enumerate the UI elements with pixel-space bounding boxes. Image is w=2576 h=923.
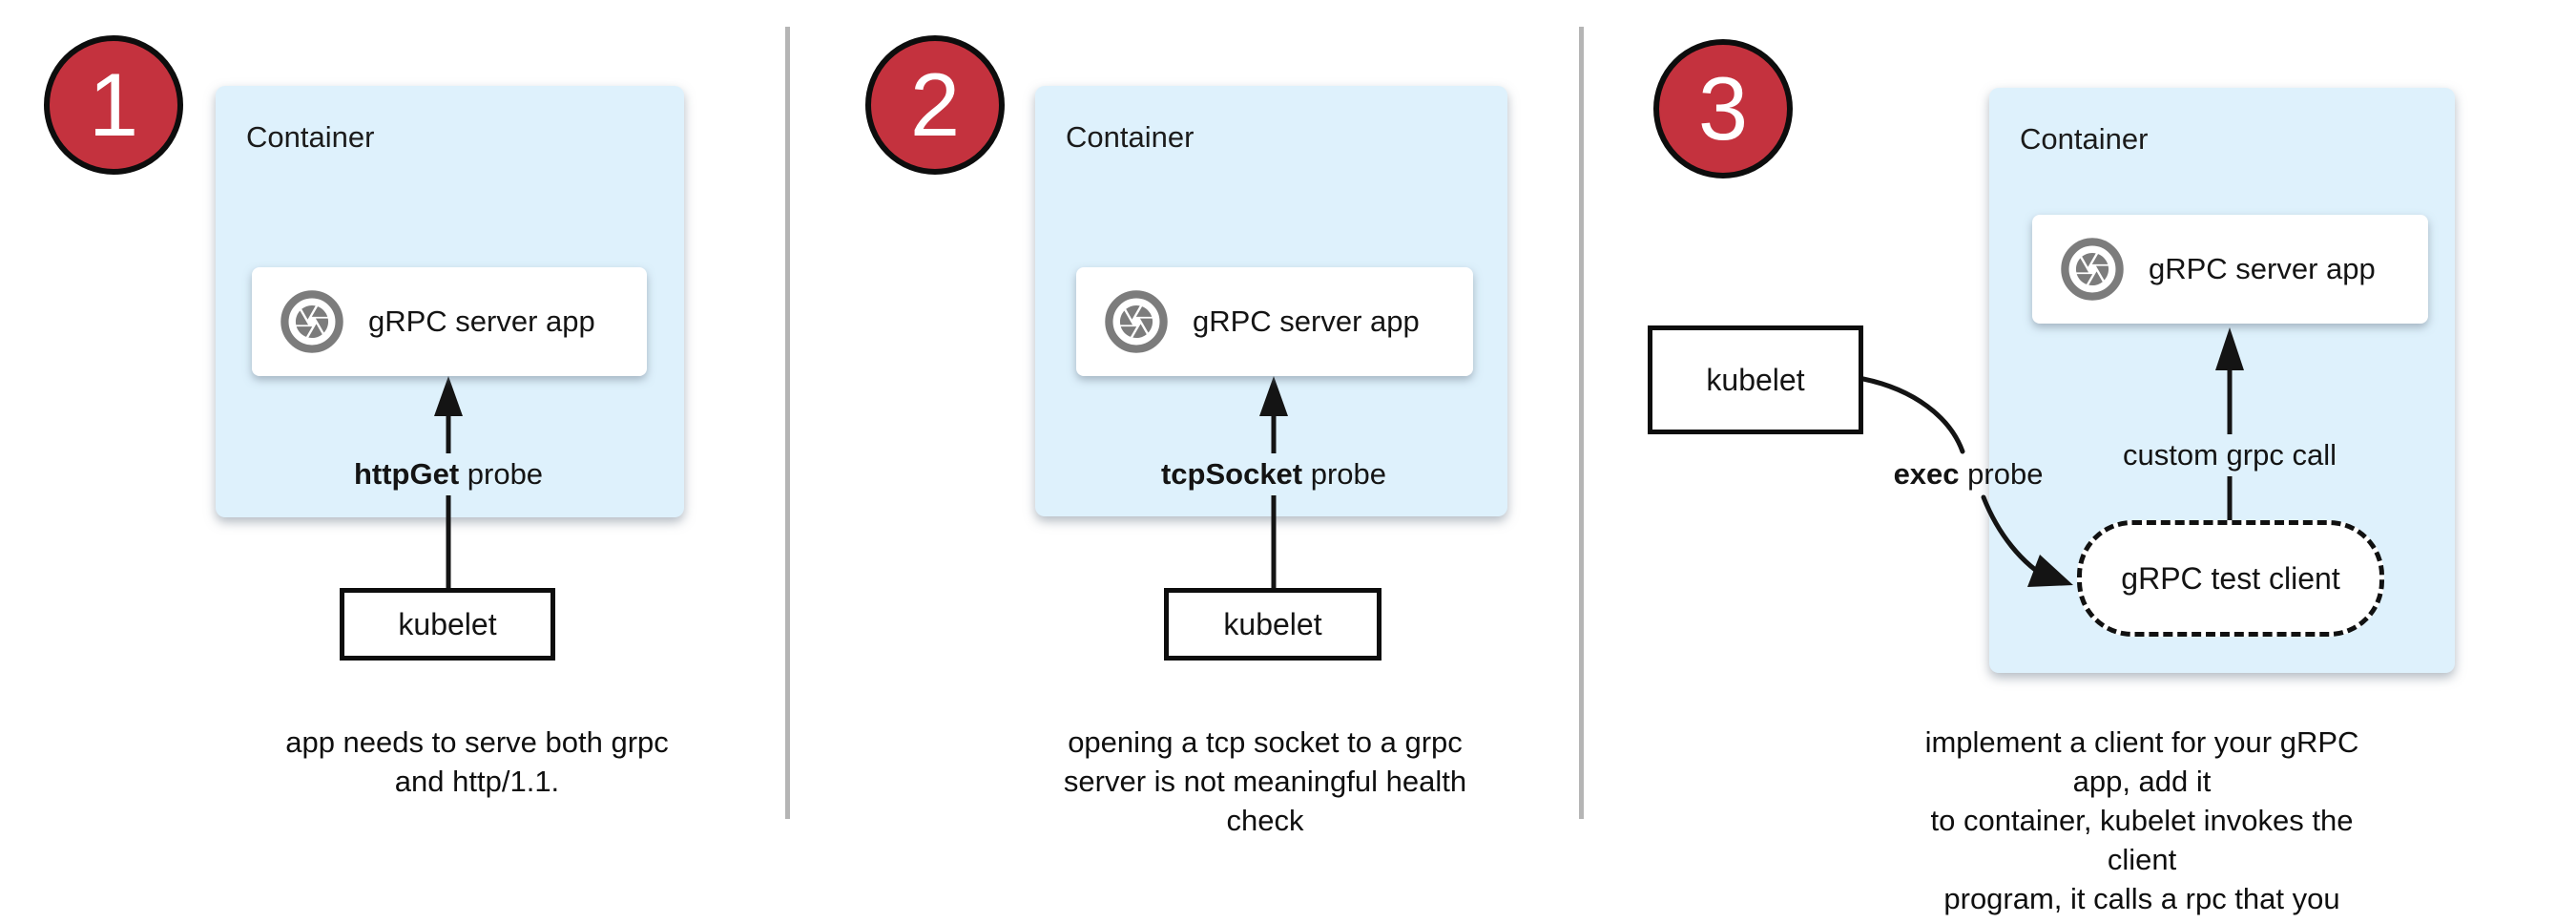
aperture-shutter-icon — [280, 290, 343, 353]
panel-caption-1: app needs to serve both grpc and http/1.… — [285, 725, 669, 798]
grpc-server-app-label: gRPC server app — [1193, 304, 1420, 338]
grpc-test-client-label: gRPC test client — [2121, 560, 2340, 596]
grpc-test-client-box: gRPC test client — [2077, 520, 2384, 637]
grpc-server-app-label: gRPC server app — [2149, 252, 2376, 285]
panel-divider — [785, 27, 790, 819]
kubelet-box-2: kubelet — [1164, 588, 1381, 661]
probe-word: probe — [1302, 457, 1387, 491]
probe-type: httpGet — [353, 457, 460, 491]
grpc-server-app-label: gRPC server app — [368, 304, 595, 338]
kubelet-box-3: kubelet — [1648, 325, 1863, 434]
probe-word: probe — [459, 457, 544, 491]
aperture-shutter-icon — [1105, 290, 1168, 353]
step-number: 1 — [88, 54, 139, 155]
custom-grpc-call-label: custom grpc call — [2111, 434, 2348, 476]
kubelet-label: kubelet — [1223, 606, 1322, 641]
container-label: Container — [246, 120, 375, 154]
step-badge-1: 1 — [44, 35, 183, 175]
panel-caption-2: opening a tcp socket to a grpc server is… — [1063, 725, 1467, 837]
step-number: 3 — [1697, 58, 1749, 158]
probe-type: exec — [1893, 457, 1960, 491]
httpget-probe-label: httpGet probe — [342, 453, 555, 495]
probe-word: probe — [1959, 457, 2044, 491]
exec-probe-label: exec probe — [1894, 453, 2044, 495]
kubelet-label: kubelet — [1706, 362, 1805, 397]
grpc-server-app-box-3: gRPC server app — [2032, 215, 2428, 324]
step-badge-2: 2 — [865, 35, 1005, 175]
container-label: Container — [2020, 122, 2149, 156]
probe-type: tcpSocket — [1160, 457, 1303, 491]
step-number: 2 — [909, 54, 961, 155]
panel-divider — [1579, 27, 1584, 819]
grpc-server-app-box-1: gRPC server app — [252, 267, 647, 376]
panel-caption-3: implement a client for your gRPC app, ad… — [1924, 725, 2359, 923]
kubelet-label: kubelet — [398, 606, 497, 641]
tcpsocket-probe-label: tcpSocket probe — [1149, 453, 1399, 495]
exec-probe-curve-upper — [1860, 376, 1965, 454]
step-badge-3: 3 — [1653, 39, 1793, 178]
aperture-shutter-icon — [2061, 238, 2124, 301]
container-label: Container — [1066, 120, 1195, 154]
grpc-server-app-box-2: gRPC server app — [1076, 267, 1473, 376]
kubelet-box-1: kubelet — [340, 588, 555, 661]
